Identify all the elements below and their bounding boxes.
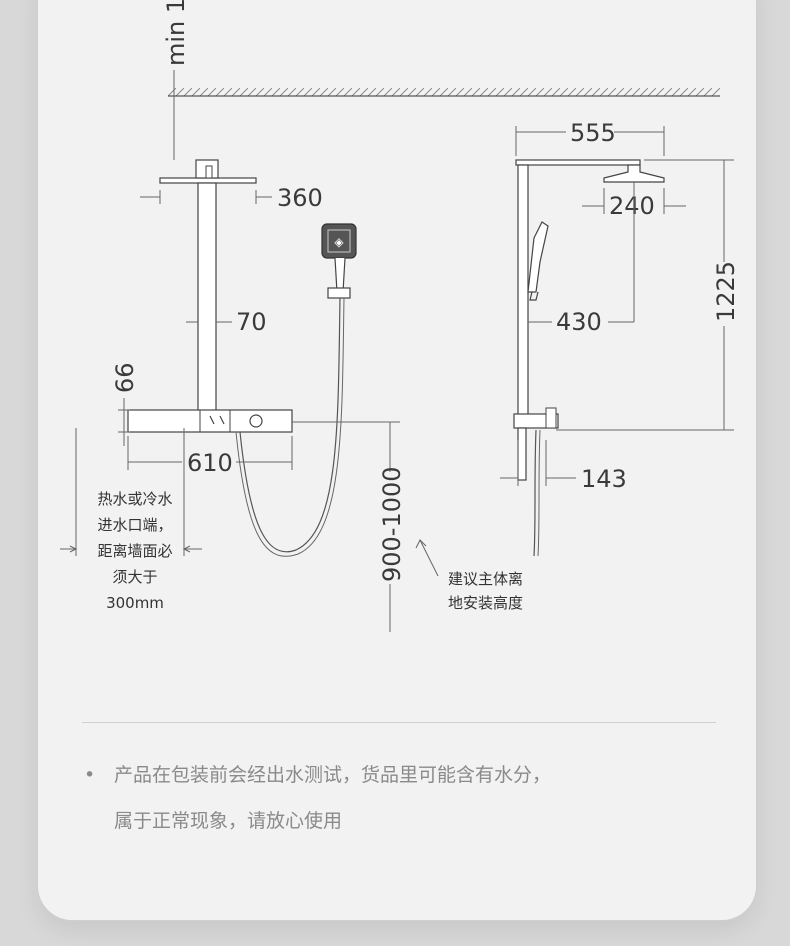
- dimension-555-label: 555: [570, 119, 616, 147]
- dimension-610-label: 610: [187, 449, 233, 477]
- dimension-430: 430: [528, 182, 635, 336]
- dimension-555: 555: [515, 119, 665, 156]
- inlet-note-line-4: 须大于: [112, 568, 157, 586]
- dimension-70-label: 70: [236, 308, 267, 336]
- dimension-70: 70: [186, 308, 267, 336]
- dimension-610: 610: [127, 436, 293, 477]
- shower-arm: [515, 159, 641, 166]
- dimension-360: 360: [140, 184, 323, 212]
- svg-text:◈: ◈: [334, 235, 344, 249]
- height-note-line-2: 地安装高度: [448, 594, 523, 612]
- dimension-66-label: 66: [111, 362, 139, 393]
- min-height-label: min 1: [162, 0, 190, 66]
- dimension-143-label: 143: [581, 465, 627, 493]
- height-note-line-1: 建议主体离: [448, 570, 523, 588]
- inlet-note-line-1: 热水或冷水: [97, 490, 172, 508]
- footer-note: • 产品在包装前会经出水测试，货品里可能含有水分， 属于正常现象，请放心使用: [84, 752, 704, 844]
- hand-shower-holder: [327, 287, 351, 299]
- shower-column: [197, 182, 217, 412]
- rain-shower-head: [159, 177, 257, 184]
- inlet-note-line-2: 进水口端，: [97, 516, 172, 534]
- side-column: [517, 164, 529, 416]
- dimension-360-label: 360: [277, 184, 323, 212]
- dimension-66: 66: [111, 362, 139, 446]
- footer-line-1: 产品在包装前会经出水测试，货品里可能含有水分，: [114, 764, 552, 786]
- inlet-note-line-3: 距离墙面必: [97, 542, 172, 560]
- inlet-note-line-5: 300mm: [106, 594, 164, 612]
- dimension-900-1000: 900-1000 建议主体离 地安装高度: [292, 421, 523, 632]
- min-height-dimension: min 1: [162, 0, 190, 160]
- dimension-900-1000-label: 900-1000: [378, 466, 406, 582]
- inlet-note: 热水或冷水 进水口端， 距离墙面必 须大于 300mm: [60, 428, 202, 612]
- content-card: [38, 0, 756, 920]
- dimension-1225: 1225: [556, 159, 740, 431]
- footer-divider: [82, 722, 716, 723]
- dimension-143: 143: [500, 440, 627, 493]
- ceiling-line: [168, 88, 720, 97]
- front-view: ◈: [127, 159, 357, 557]
- dimension-430-label: 430: [556, 308, 602, 336]
- side-view: [513, 159, 665, 557]
- dimension-1225-label: 1225: [712, 261, 740, 322]
- shower-hose: [239, 297, 341, 553]
- footer-bullet: •: [84, 764, 96, 786]
- dimension-240: 240: [582, 188, 686, 220]
- footer-line-2: 属于正常现象，请放心使用: [114, 810, 343, 832]
- dimension-240-label: 240: [609, 192, 655, 220]
- thermostat-body: [127, 409, 293, 433]
